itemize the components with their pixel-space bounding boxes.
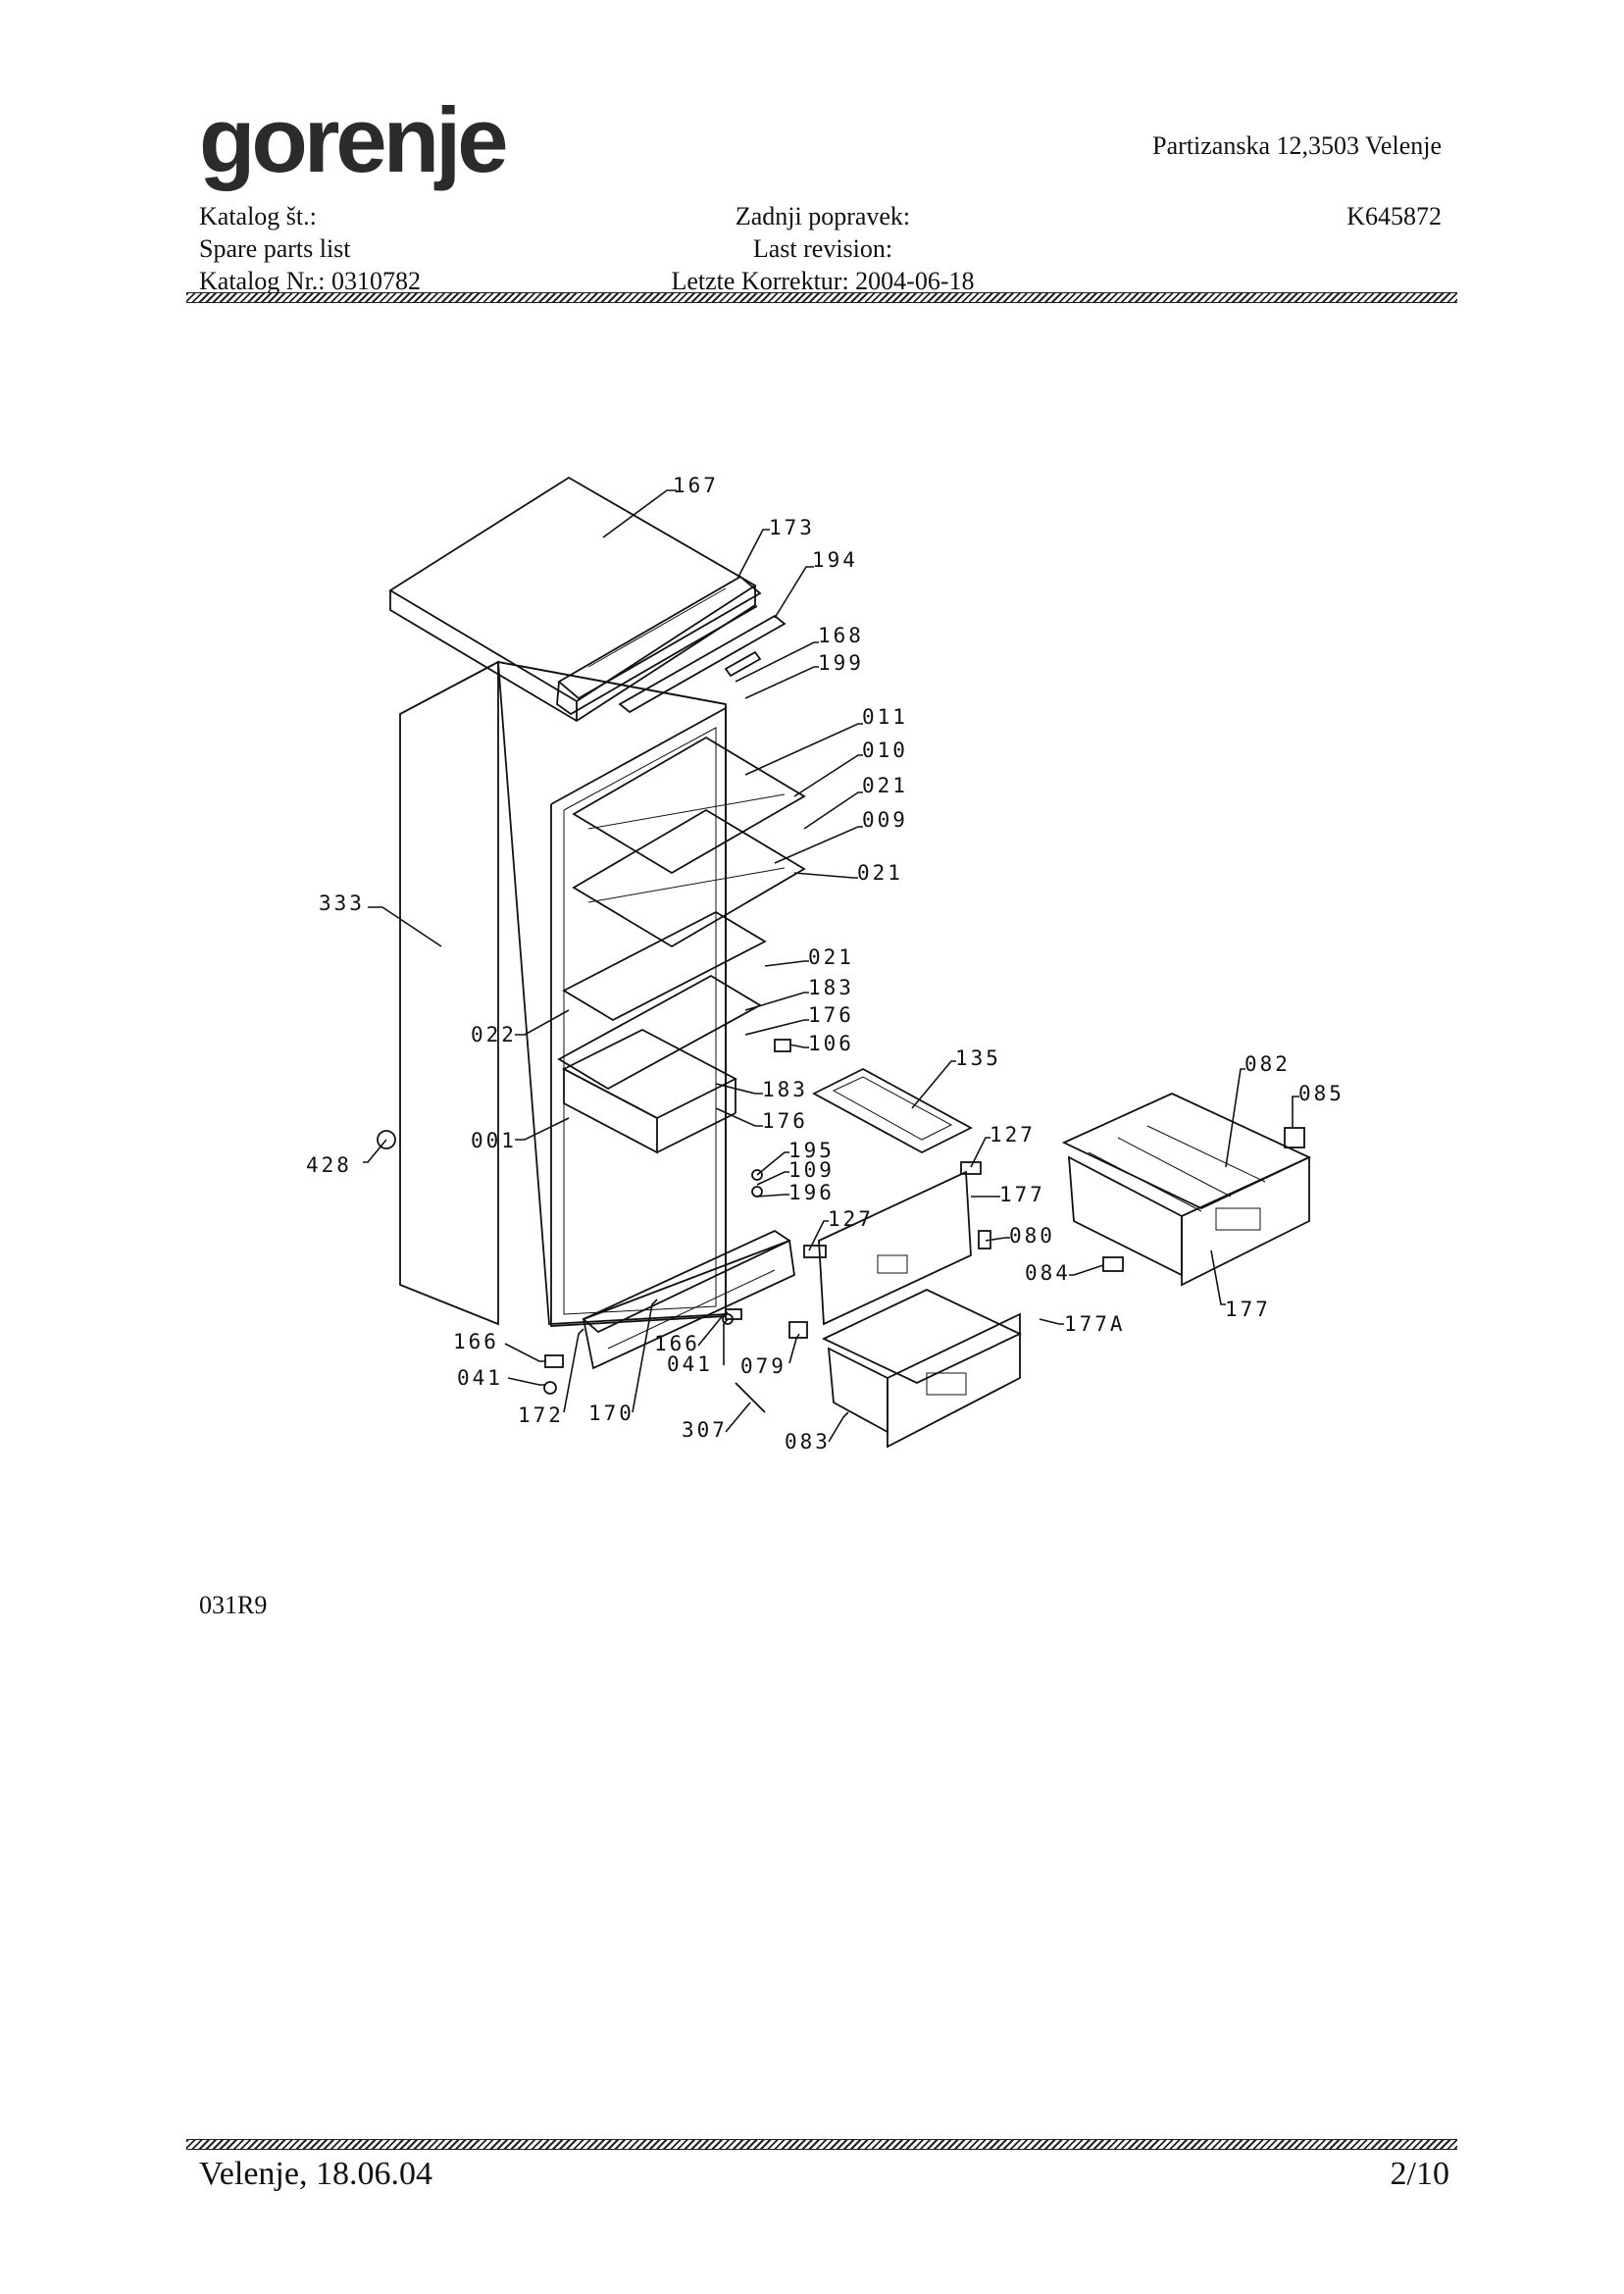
part-label-127-a: 127 <box>990 1123 1036 1147</box>
drawer-front-part <box>818 1170 972 1326</box>
ice-tray-part <box>812 1067 973 1154</box>
catalog-number: Katalog Nr.: 0310782 <box>199 267 422 295</box>
part-label-085: 085 <box>1298 1082 1345 1105</box>
part-label-166-b: 166 <box>654 1332 700 1355</box>
part-label-183-a: 183 <box>808 976 854 999</box>
revision-info: Zadnji popravek: Last revision: Letzte K… <box>649 200 996 297</box>
small-parts <box>377 1039 1305 1413</box>
part-label-177A: 177A <box>1064 1312 1126 1336</box>
part-label-177-b: 177 <box>1225 1298 1271 1321</box>
part-label-333: 333 <box>319 892 365 915</box>
footer-divider <box>186 2139 1457 2150</box>
part-label-021-c: 021 <box>808 945 854 969</box>
revision-date: Letzte Korrektur: 2004-06-18 <box>671 267 975 295</box>
part-label-080: 080 <box>1009 1224 1055 1248</box>
part-label-041-a: 041 <box>457 1366 503 1390</box>
model-code: K645872 <box>1346 200 1442 232</box>
drawing-code: 031R9 <box>199 1591 268 1619</box>
right-wire-basket-part <box>1061 1093 1312 1287</box>
part-labels: 167 173 194 168 199 011 010 021 009 021 … <box>306 474 1345 1453</box>
part-label-001: 001 <box>471 1129 517 1152</box>
part-label-106: 106 <box>808 1032 854 1055</box>
page-number: 2/10 <box>1390 2156 1449 2192</box>
part-label-041-b: 041 <box>667 1352 713 1376</box>
part-label-172: 172 <box>518 1403 564 1427</box>
part-label-307: 307 <box>682 1418 728 1442</box>
footer-place-date: Velenje, 18.06.04 <box>199 2156 432 2192</box>
header-divider <box>186 292 1457 303</box>
part-label-082: 082 <box>1244 1052 1291 1076</box>
part-label-167: 167 <box>673 474 719 497</box>
model-number: K645872 <box>1346 202 1442 230</box>
part-label-166-a: 166 <box>453 1330 499 1353</box>
lower-wire-basket-part <box>821 1289 1023 1449</box>
part-label-196: 196 <box>788 1181 835 1204</box>
part-label-194: 194 <box>812 548 858 572</box>
part-label-127-b: 127 <box>828 1207 874 1231</box>
catalog-label-sl: Katalog št.: <box>199 202 317 230</box>
part-label-173: 173 <box>769 516 815 539</box>
part-label-176-b: 176 <box>762 1109 808 1133</box>
revision-label-en: Last revision: <box>752 234 893 263</box>
part-label-168: 168 <box>818 624 864 647</box>
part-label-011: 011 <box>862 705 908 729</box>
part-label-079: 079 <box>740 1354 787 1378</box>
part-label-428: 428 <box>306 1153 352 1177</box>
gorenje-logo: gorenje <box>199 88 509 191</box>
catalog-label-en: Spare parts list <box>199 234 351 263</box>
part-label-176-a: 176 <box>808 1003 854 1027</box>
part-label-084: 084 <box>1025 1261 1071 1285</box>
part-label-195: 195 <box>788 1139 835 1162</box>
part-label-021-a: 021 <box>862 774 908 797</box>
part-label-083: 083 <box>785 1430 831 1453</box>
catalog-info: Katalog št.: Spare parts list Katalog Nr… <box>199 200 421 297</box>
company-address: Partizanska 12,3503 Velenje <box>1152 131 1442 160</box>
part-label-135: 135 <box>955 1046 1001 1070</box>
part-label-183-b: 183 <box>762 1078 808 1101</box>
leader-lines <box>363 489 1299 1443</box>
top-cover-part <box>388 476 787 723</box>
part-label-009: 009 <box>862 808 908 832</box>
part-label-109: 109 <box>788 1158 835 1182</box>
cabinet-body-part <box>399 660 806 1370</box>
part-label-199: 199 <box>818 651 864 675</box>
part-label-177-a: 177 <box>999 1183 1045 1206</box>
part-label-170: 170 <box>588 1402 634 1425</box>
part-label-021-b: 021 <box>857 861 903 885</box>
revision-label-sl: Zadnji popravek: <box>735 202 911 230</box>
part-label-010: 010 <box>862 739 908 762</box>
part-label-022: 022 <box>471 1023 517 1046</box>
